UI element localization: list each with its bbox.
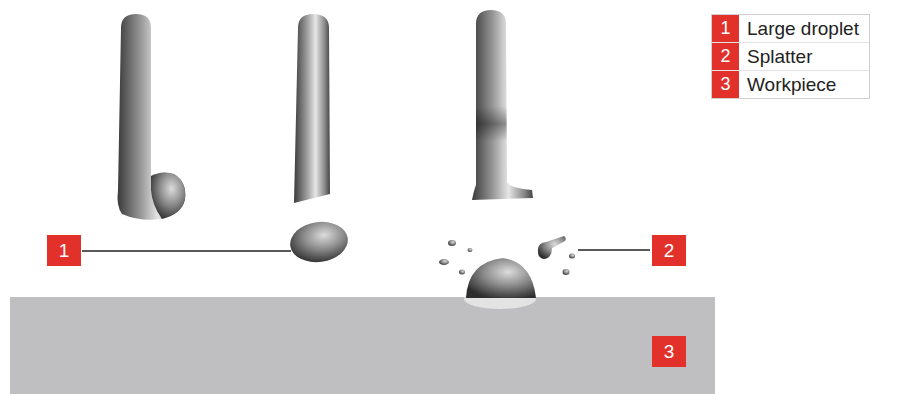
- callout-number: 1: [720, 18, 730, 39]
- legend-swatch: 2: [712, 43, 739, 70]
- leader-line: [578, 249, 650, 251]
- legend-row: 1 Large droplet: [712, 15, 869, 42]
- electrode: [472, 10, 533, 200]
- workpiece: [10, 297, 715, 394]
- callout-number: 3: [720, 74, 730, 95]
- electrode: [294, 14, 330, 203]
- callout-number: 2: [652, 235, 686, 266]
- legend-text: Large droplet: [739, 15, 869, 42]
- forming-droplet: [151, 172, 185, 219]
- spreading-droplet: [466, 258, 536, 298]
- legend-swatch: 1: [712, 15, 739, 42]
- legend-text: Splatter: [739, 43, 822, 70]
- large-droplet: [287, 218, 350, 266]
- legend-row: 3 Workpiece: [712, 70, 869, 98]
- callout-number: 3: [652, 336, 686, 367]
- callout-number: 2: [720, 46, 730, 67]
- legend-text: Workpiece: [739, 71, 846, 98]
- callout-number: 1: [47, 235, 81, 266]
- leader-line: [82, 250, 291, 252]
- electrode-shade: [476, 10, 507, 185]
- legend: 1 Large droplet 2 Splatter 3 Workpiece: [711, 14, 870, 99]
- legend-swatch: 3: [712, 71, 739, 98]
- electrode: [118, 14, 186, 220]
- legend-row: 2 Splatter: [712, 42, 869, 70]
- splatter: [439, 236, 575, 275]
